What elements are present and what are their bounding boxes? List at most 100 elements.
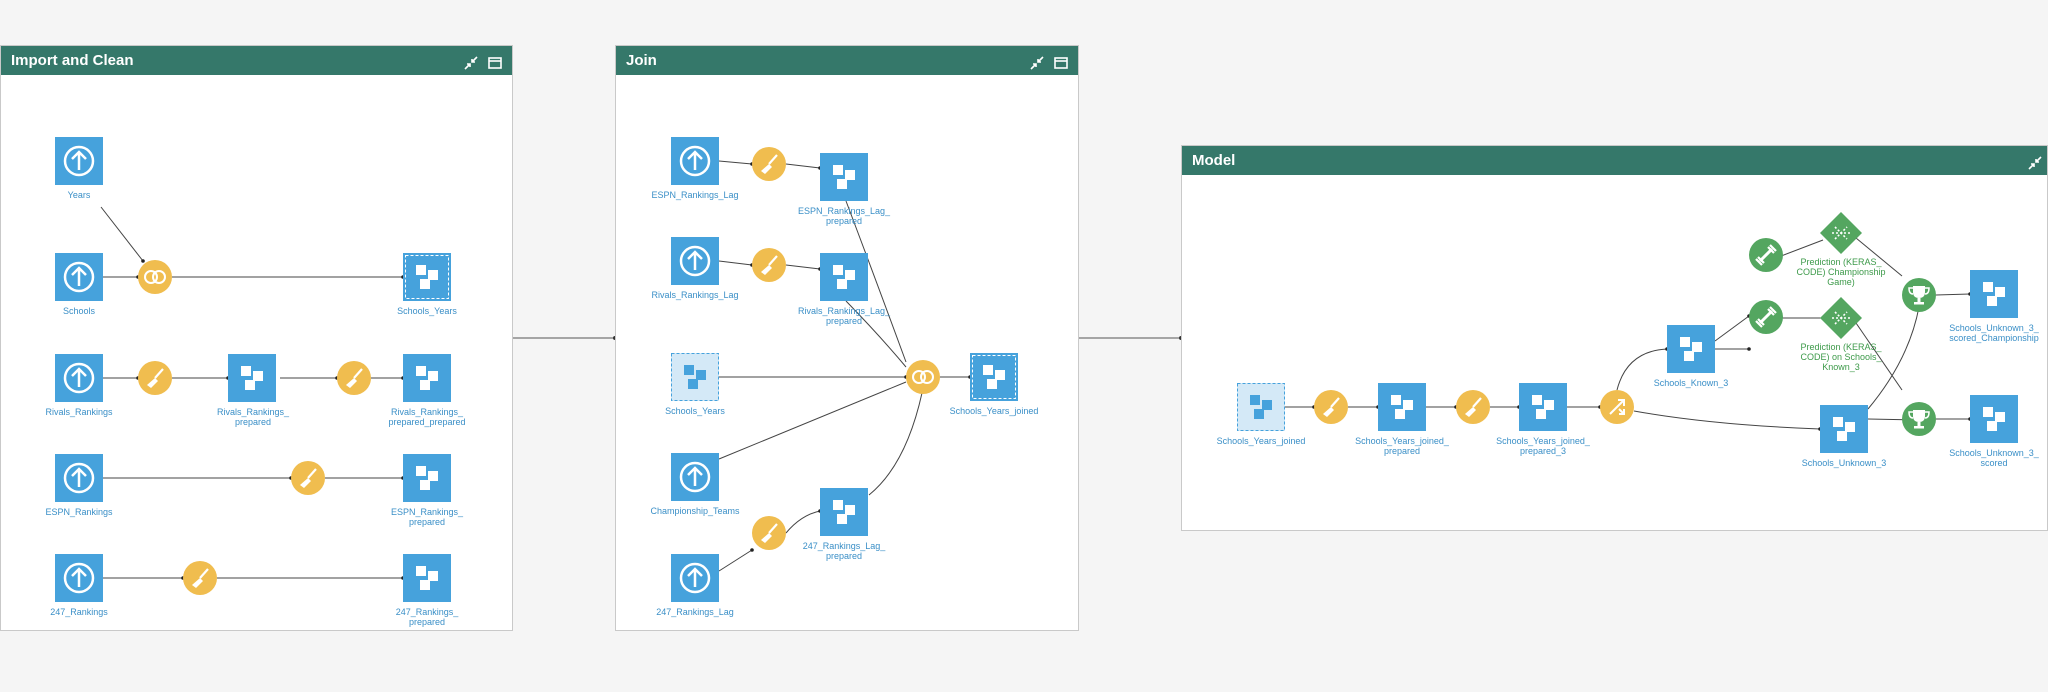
prepare-recipe[interactable] [752,147,786,181]
trophy-icon [1902,278,1936,312]
node-label: Prediction (KERAS_ CODE) on Schools_ Kno… [1800,342,1882,372]
dataset-icon [820,153,868,201]
node-label: Rivals_Rankings_ prepared [216,407,290,427]
node-label: ESPN_Rankings [45,507,113,517]
dataset-icon [1378,383,1426,431]
broom-icon [337,361,371,395]
dataset-schools-years-joined-prepared[interactable] [1378,383,1426,431]
model-icon [1820,297,1862,339]
dataset-rivals-rankings-lag-prepared[interactable] [820,253,868,301]
trophy-icon [1902,402,1936,436]
model-icon [1820,212,1862,254]
dataset-icon [403,454,451,502]
zone-header: Join [616,46,1078,75]
prepare-recipe[interactable] [337,361,371,395]
prepare-recipe[interactable] [138,361,172,395]
shared-dataset-schools-years-joined[interactable] [1237,383,1285,431]
upload-dataset-years[interactable] [55,137,103,185]
train-recipe[interactable] [1749,238,1783,272]
node-label: Schools_Years [397,306,457,316]
broom-icon [1456,390,1490,424]
upload-icon [671,237,719,285]
collapse-icon[interactable] [1029,52,1045,70]
node-label: Prediction (KERAS_ CODE) Championship Ga… [1796,257,1886,287]
upload-dataset-championship-teams[interactable] [671,453,719,501]
node-label: Schools_Years_joined [1216,436,1306,446]
join-recipe[interactable] [906,360,940,394]
prepare-recipe[interactable] [1314,390,1348,424]
join-icon [906,360,940,394]
dataset-espn-rankings-prepared[interactable] [403,454,451,502]
node-label: Championship_Teams [650,506,740,516]
dataset-rivals-rankings-prepared-prepared[interactable] [403,354,451,402]
dumbbell-icon [1749,238,1783,272]
node-label: 247_Rankings_ prepared [395,607,459,627]
node-label: Schools_Years_joined_ prepared_3 [1496,436,1590,456]
dataset-icon [403,554,451,602]
zone-title: Import and Clean [11,52,134,69]
collapse-icon[interactable] [463,52,479,70]
maximize-icon[interactable] [1053,52,1069,69]
node-label: Schools_Years_joined [949,406,1039,416]
node-label: Schools_Unknown_3 [1801,458,1887,468]
upload-icon [55,137,103,185]
prepare-recipe[interactable] [291,461,325,495]
split-recipe[interactable] [1600,390,1634,424]
upload-dataset-rivals-rankings[interactable] [55,354,103,402]
dataset-schools-years-joined-prepared-3[interactable] [1519,383,1567,431]
upload-icon [55,554,103,602]
train-recipe[interactable] [1749,300,1783,334]
maximize-icon[interactable] [487,52,503,69]
collapse-icon[interactable] [2027,152,2043,170]
score-recipe[interactable] [1902,402,1936,436]
upload-icon [671,453,719,501]
dataset-icon [1667,325,1715,373]
saved-model-championship-game[interactable] [1819,211,1863,255]
zone-import-and-clean[interactable]: Import and Clean [0,45,513,631]
node-label: ESPN_Rankings_Lag [651,190,739,200]
shared-dataset-schools-years[interactable] [671,353,719,401]
dataset-schools-unknown-3-scored[interactable] [1970,395,2018,443]
dataset-247-rankings-lag-prepared[interactable] [820,488,868,536]
dataset-icon [403,354,451,402]
zone-model[interactable]: Model [1181,145,2048,531]
zone-header: Import and Clean [1,46,512,75]
zone-join[interactable]: Join [615,45,1079,631]
upload-dataset-rivals-rankings-lag[interactable] [671,237,719,285]
upload-dataset-espn-rankings-lag[interactable] [671,137,719,185]
broom-icon [291,461,325,495]
dataset-schools-known-3[interactable] [1667,325,1715,373]
dataset-rivals-rankings-prepared[interactable] [228,354,276,402]
prepare-recipe[interactable] [1456,390,1490,424]
prepare-recipe[interactable] [752,248,786,282]
flow-edges [718,160,972,572]
dataset-icon [820,488,868,536]
dataset-schools-unknown-3[interactable] [1820,405,1868,453]
score-recipe[interactable] [1902,278,1936,312]
shared-dataset-icon [671,353,719,401]
upload-dataset-espn-rankings[interactable] [55,454,103,502]
zone-canvas: Years Schools Schools_Years Rivals_Ranki… [1,75,512,630]
join-recipe[interactable] [138,260,172,294]
upload-icon [671,554,719,602]
flow-edges [100,206,405,580]
dataset-schools-years-joined[interactable] [970,353,1018,401]
dataset-espn-rankings-lag-prepared[interactable] [820,153,868,201]
dataset-schools-unknown-3-scored-championship[interactable] [1970,270,2018,318]
node-label: 247_Rankings_Lag_ prepared [802,541,886,561]
upload-dataset-247-rankings-lag[interactable] [671,554,719,602]
dataset-schools-years[interactable] [403,253,451,301]
upload-dataset-schools[interactable] [55,253,103,301]
node-label: Schools [62,306,96,316]
node-label: Rivals_Rankings_Lag_ prepared [797,306,891,326]
upload-dataset-247-rankings[interactable] [55,554,103,602]
upload-icon [55,253,103,301]
saved-model-schools-known-3[interactable] [1819,296,1863,340]
node-label: ESPN_Rankings_Lag_ prepared [797,206,891,226]
dataset-icon [1820,405,1868,453]
broom-icon [1314,390,1348,424]
dataset-icon [1970,395,2018,443]
dataset-247-rankings-prepared[interactable] [403,554,451,602]
prepare-recipe[interactable] [752,516,786,550]
prepare-recipe[interactable] [183,561,217,595]
